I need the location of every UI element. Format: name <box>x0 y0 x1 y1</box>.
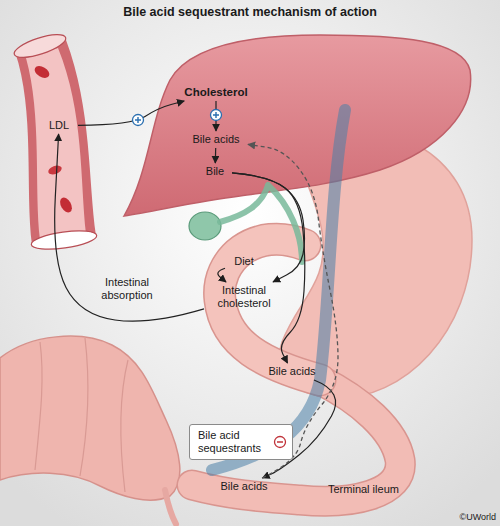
node-text: Bile acid sequestrants <box>198 429 270 455</box>
colon-fold <box>80 338 88 476</box>
inhibit-symbol <box>277 441 283 443</box>
colon-fold <box>35 342 42 470</box>
process-label: Intestinal cholesterol <box>206 284 282 310</box>
colon <box>0 336 180 500</box>
stimulate-symbol <box>133 115 144 126</box>
flow-arrow <box>215 148 217 163</box>
flow-arrow <box>55 134 204 321</box>
flow-arrow <box>218 268 226 282</box>
bile-duct <box>220 185 302 262</box>
inhibit-symbol <box>275 437 286 448</box>
node-text: Cholesterol <box>176 86 256 99</box>
gallbladder <box>189 212 221 240</box>
node-text: Bile acids <box>186 133 246 146</box>
node-text: Diet <box>227 255 261 268</box>
title-text: Bile acid sequestrant mechanism of actio… <box>0 5 500 19</box>
label-text: Terminal ileum <box>328 483 418 496</box>
node-text: LDL <box>42 119 76 132</box>
liver <box>124 35 471 216</box>
process-label: LDL <box>42 119 76 132</box>
process-label: Bile acids <box>214 480 274 493</box>
process-label: Bile acids <box>262 365 322 378</box>
node-text: Bile <box>200 165 230 178</box>
label-text: ©UWorld <box>400 511 496 524</box>
flow-arrow <box>232 173 305 363</box>
process-label: Diet <box>227 255 261 268</box>
node-text: Bile acids <box>214 480 274 493</box>
colon-fold <box>121 360 128 492</box>
node-text: Intestinal cholesterol <box>206 284 282 310</box>
stimulate-symbol <box>213 112 219 118</box>
node-text: Bile acids <box>262 365 322 378</box>
process-label: Cholesterol <box>176 86 256 99</box>
red-blood-cell <box>47 164 63 176</box>
vessel-lumen <box>26 48 86 240</box>
inhibitor-box: Bile acid sequestrants <box>189 424 293 460</box>
process-label: Bile <box>200 165 230 178</box>
red-blood-cell <box>33 64 52 81</box>
vessel-wall <box>15 40 96 245</box>
red-blood-cell <box>58 196 75 215</box>
vessel-cut <box>30 227 98 252</box>
process-label: Bile acids <box>186 133 246 146</box>
edge-label: Intestinal absorption <box>88 276 166 302</box>
vessel-cut <box>12 30 68 62</box>
stimulate-symbol <box>135 117 141 123</box>
flow-arrow <box>78 101 184 125</box>
stimulate-symbol <box>211 110 222 121</box>
appendix <box>165 490 176 524</box>
